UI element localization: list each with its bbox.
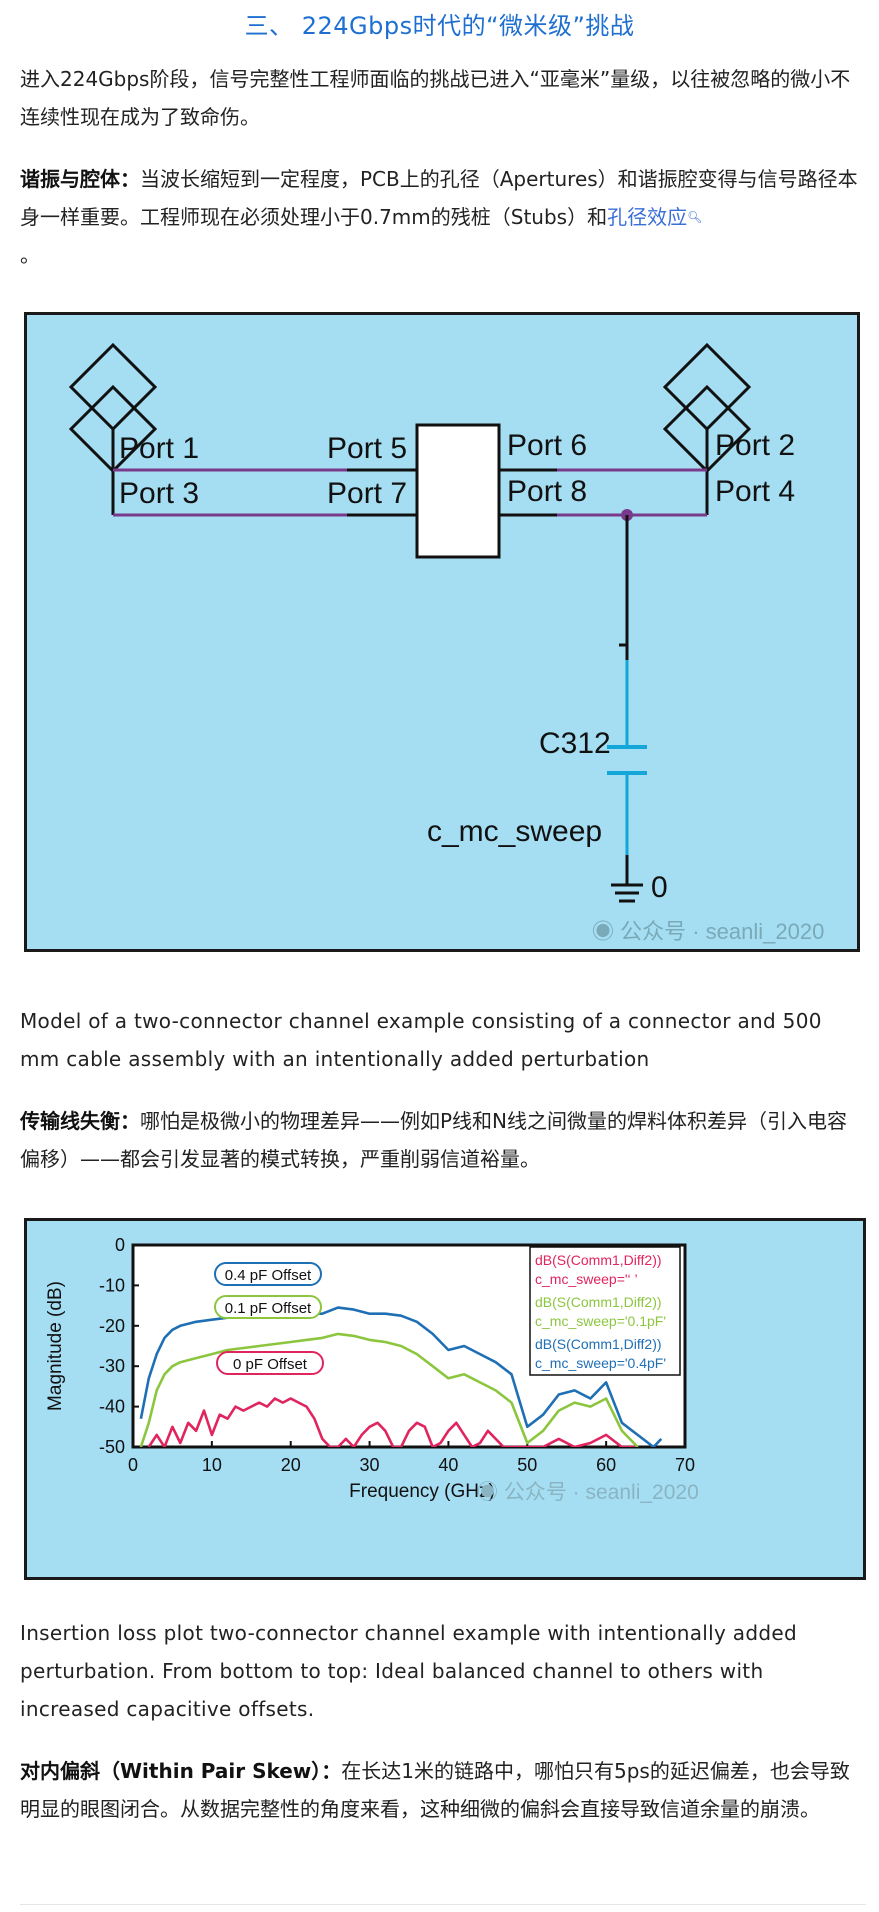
capacitor-name: C312: [539, 727, 611, 760]
figure2-caption: Insertion loss plot two-connector channe…: [20, 1621, 797, 1721]
offset-annotation: 0.4 pF Offset: [225, 1267, 312, 1284]
chart-watermark: ◉ 公众号 · seanli_2020: [477, 1481, 699, 1504]
figure1-caption: Model of a two-connector channel example…: [20, 1009, 822, 1071]
x-tick-label: 30: [360, 1455, 380, 1475]
signal-traces: [113, 468, 707, 517]
offset-annotation-box: [214, 1262, 322, 1286]
port5-label: Port 5: [327, 432, 407, 465]
imbalance-heading: 传输线失衡：: [20, 1109, 140, 1133]
y-tick-label: 0: [115, 1235, 125, 1255]
legend-entry-param: c_mc_sweep='‘ ’: [535, 1271, 638, 1287]
resonance-tail: 。: [20, 243, 40, 267]
offset-annotation: 0.1 pF Offset: [225, 1300, 312, 1317]
connector-box: [415, 423, 501, 559]
imbalance-paragraph: 传输线失衡：哪怕是极微小的物理差异——例如P线和N线之间微量的焊料体积差异（引入…: [20, 1102, 866, 1178]
port2-label: Port 2: [715, 429, 795, 462]
port4-label: Port 4: [715, 475, 795, 508]
series-line: [147, 1397, 638, 1447]
offset-annotation: 0 pF Offset: [233, 1356, 308, 1373]
x-tick-label: 40: [438, 1455, 458, 1475]
legend-box: [529, 1246, 681, 1376]
ground-label: 0: [651, 871, 668, 904]
y-tick-label: -20: [99, 1316, 125, 1336]
legend-entry-param: c_mc_sweep='0.1pF': [535, 1313, 666, 1329]
x-axis-label: Frequency (GHz): [349, 1481, 495, 1502]
offset-annotation-box: [216, 1351, 324, 1375]
y-tick-label: -40: [99, 1397, 125, 1417]
pair-skew-heading: 对内偏斜（Within Pair Skew）：: [20, 1759, 342, 1783]
series-line: [139, 1332, 639, 1447]
legend-entry: dB(S(Comm1,Diff2)): [535, 1252, 662, 1268]
schematic-svg: Port 1 Port 3 Port 5 Port 7 Port 6 Port …: [68, 342, 824, 944]
schematic-figure: Port 1 Port 3 Port 5 Port 7 Port 6 Port …: [24, 312, 860, 952]
port1-label: Port 1: [119, 432, 199, 465]
y-tick-label: -30: [99, 1356, 125, 1376]
x-tick-label: 0: [128, 1455, 138, 1475]
aperture-effect-link[interactable]: 孔径效应: [607, 205, 688, 229]
legend-entry-param: c_mc_sweep='0.4pF': [535, 1355, 666, 1371]
pair-skew-text: 在长达1米的链路中，哪怕只有5ps的延迟偏差，也会导致明显的眼图闭合。从数据完整…: [20, 1759, 850, 1821]
insertion-loss-chart: 0 10 20 30 40 50 60 70 0 -10 -20 -30 -40 -50 0.4 pF Of…: [24, 1218, 866, 1580]
search-icon[interactable]: 🔍︎: [687, 210, 703, 224]
offset-annotation-box: [214, 1295, 322, 1319]
figure1-watermark: ◉ 公众号 · seanli_2020: [592, 919, 824, 944]
resonance-paragraph: 谐振与腔体：当波长缩短到一定程度，PCB上的孔径（Apertures）和谐振腔变…: [20, 160, 866, 274]
legend-entry: dB(S(Comm1,Diff2)): [535, 1336, 662, 1352]
chart-svg: 0 10 20 30 40 50 60 70 0 -10 -20 -30 -40 -50 0.4 pF Of…: [45, 1235, 699, 1504]
resonance-text: 当波长缩短到一定程度，PCB上的孔径（Apertures）和谐振腔变得与信号路径…: [20, 167, 858, 229]
legend-entry: dB(S(Comm1,Diff2)): [535, 1294, 662, 1310]
port8-label: Port 8: [507, 475, 587, 508]
y-axis-label: Magnitude (dB): [45, 1281, 66, 1411]
x-tick-label: 10: [202, 1455, 222, 1475]
series-line: [139, 1306, 663, 1447]
capacitor-param: c_mc_sweep: [427, 815, 602, 848]
imbalance-text: 哪怕是极微小的物理差异——例如P线和N线之间微量的焊料体积差异（引入电容偏移）—…: [20, 1109, 848, 1171]
ground-symbol: [611, 883, 643, 903]
y-tick-label: -50: [99, 1437, 125, 1457]
x-tick-label: 70: [675, 1455, 695, 1475]
pair-skew-paragraph: 对内偏斜（Within Pair Skew）：在长达1米的链路中，哪怕只有5ps…: [20, 1752, 866, 1828]
x-tick-label: 20: [281, 1455, 301, 1475]
divider: [20, 1904, 866, 1905]
resonance-heading: 谐振与腔体：: [20, 167, 140, 191]
port7-label: Port 7: [327, 477, 407, 510]
y-tick-label: -10: [99, 1275, 125, 1295]
intro-paragraph: 进入224Gbps阶段，信号完整性工程师面临的挑战已进入“亚毫米”量级，以往被忽…: [20, 67, 851, 129]
x-tick-label: 60: [596, 1455, 616, 1475]
port6-label: Port 6: [507, 429, 587, 462]
x-tick-label: 50: [517, 1455, 537, 1475]
section-title: 三、 224Gbps时代的“微米级”挑战: [244, 12, 635, 40]
port3-label: Port 3: [119, 477, 199, 510]
